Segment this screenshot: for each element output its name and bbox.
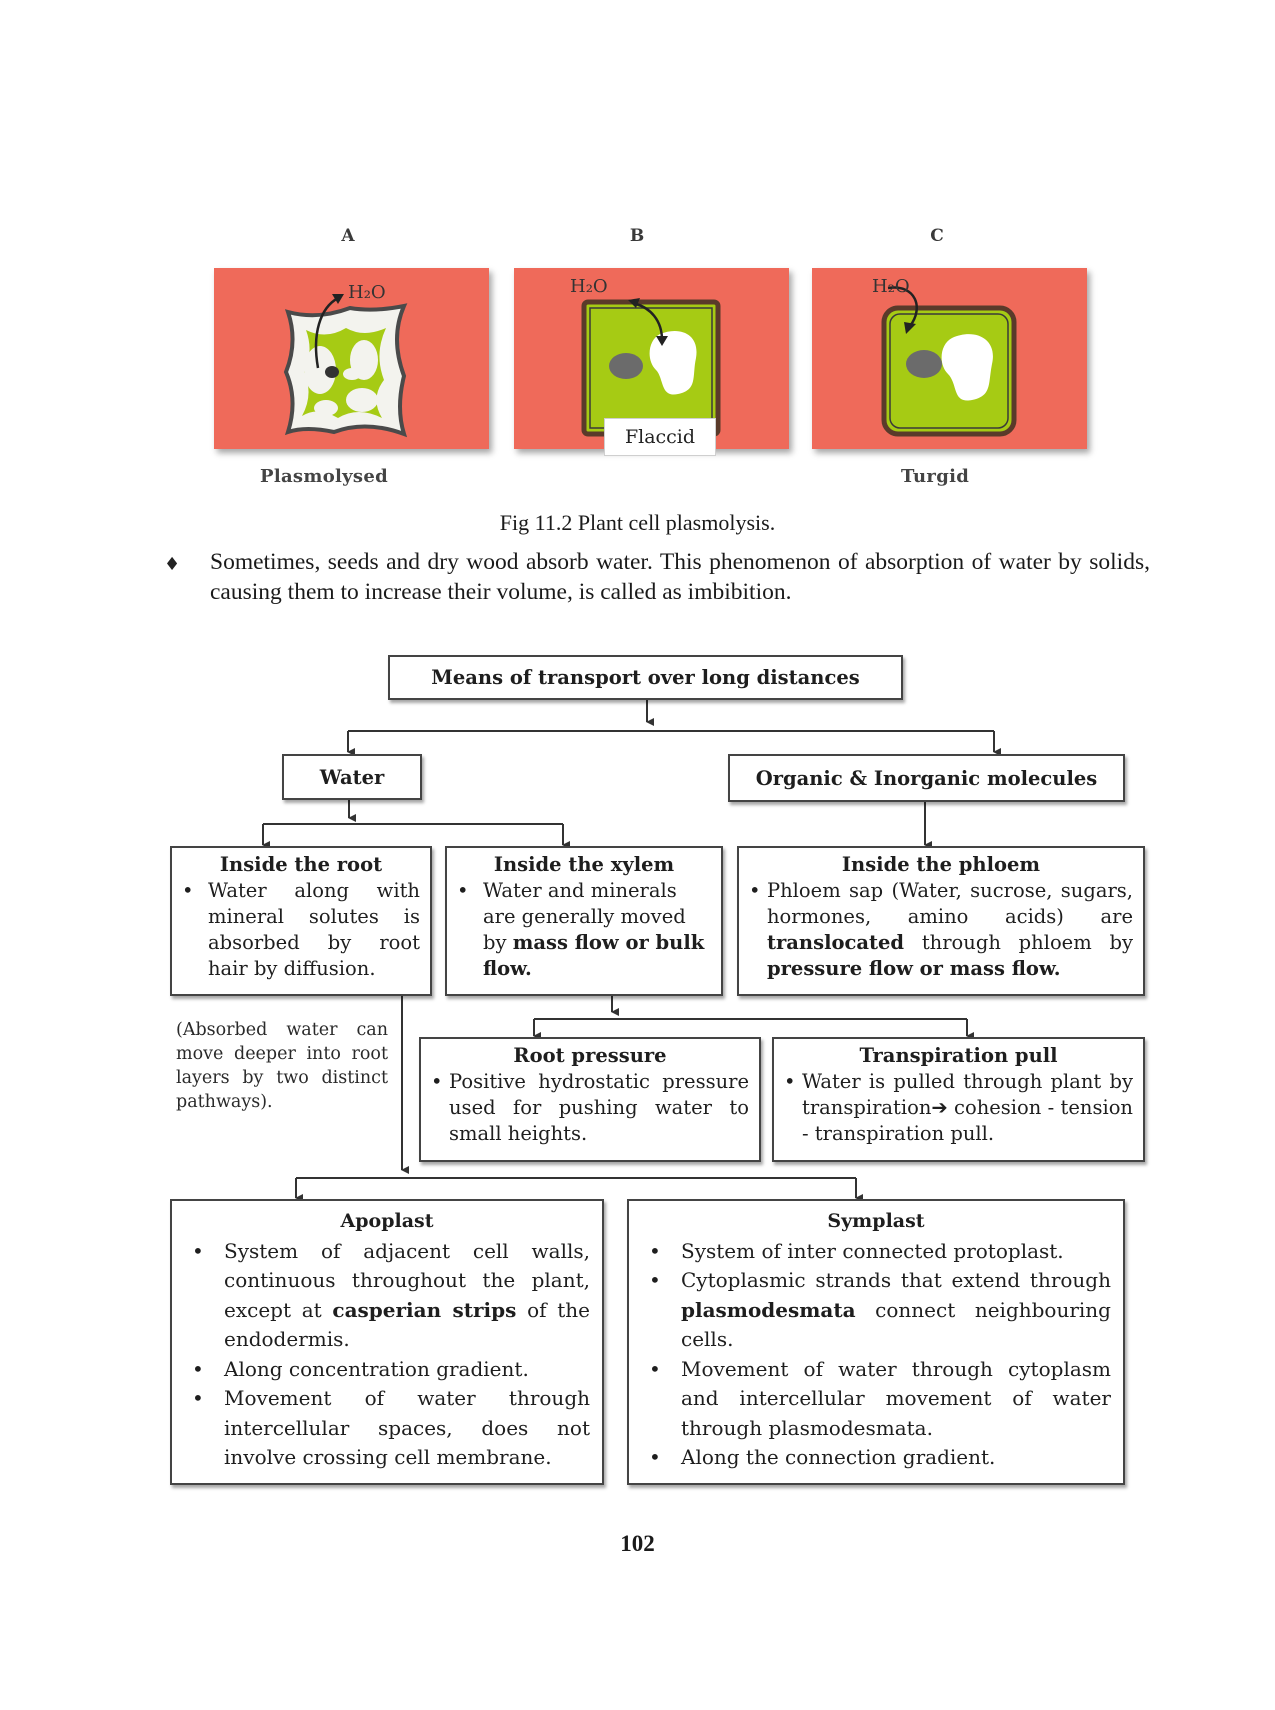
flaccid-cell-image: H₂O: [570, 276, 721, 437]
transpiration-pull-text: Water is pulled through plant by transpi…: [802, 1070, 1133, 1119]
right-arrow-icon: ➔: [931, 1096, 948, 1119]
symplast-title: Symplast: [827, 1210, 925, 1232]
apoplast-item-1-post: of the endodermis.: [224, 1297, 590, 1352]
symplast-item-4: Along the connection gradient.: [629, 1443, 1123, 1473]
casperian-strips-bold: casperian strips: [332, 1297, 517, 1322]
organic-inorganic-title: Organic & Inorganic molecules: [755, 766, 1098, 790]
panel-letter-a: A: [341, 226, 355, 246]
symplast-item-2-post: connect neighbouring cells.: [681, 1297, 1111, 1352]
inside-xylem-title: Inside the xylem: [493, 853, 675, 876]
panel-turgid: H₂O: [812, 268, 1087, 449]
means-of-transport-box: Means of transport over long distances: [388, 655, 903, 700]
absorbed-water-note: (Absorbed water can move deeper into roo…: [176, 1020, 388, 1112]
apoplast-title: Apoplast: [340, 1210, 434, 1232]
apoplast-item-1-text: System of adjacent cell walls, continuou…: [224, 1238, 590, 1322]
inside-phloem-text-mid: through phloem by: [904, 931, 1133, 954]
inside-xylem-text: Water and minerals are generally moved b…: [483, 879, 686, 954]
diamond-bullet-icon: ♦: [164, 554, 181, 575]
inside-phloem-box: Inside the phloem Phloem sap (Water, suc…: [737, 846, 1145, 996]
apoplast-box: Apoplast System of adjacent cell walls, …: [170, 1199, 604, 1485]
symplast-box: Symplast System of inter connected proto…: [627, 1199, 1125, 1485]
water-box: Water: [282, 754, 422, 800]
imbibition-paragraph: Sometimes, seeds and dry wood absorb wat…: [210, 549, 1150, 605]
plasmolysed-cell-image: H₂O: [283, 282, 408, 438]
water-label-c: H₂O: [872, 276, 910, 297]
root-pressure-text: Positive hydrostatic pressure used for p…: [421, 1069, 759, 1147]
plasmodesmata-bold: plasmodesmata: [681, 1297, 856, 1322]
inside-phloem-text: Phloem sap (Water, sucrose, sugars, horm…: [767, 879, 1133, 928]
inside-xylem-box: Inside the xylem Water and minerals are …: [445, 846, 723, 996]
apoplast-item-1: System of adjacent cell walls, continuou…: [172, 1237, 602, 1355]
inside-phloem-item: Phloem sap (Water, sucrose, sugars, horm…: [739, 878, 1143, 982]
transpiration-pull-text-post: cohesion - tension - transpiration pull.: [802, 1096, 1133, 1145]
inside-root-text: Water along with mineral solutes is abso…: [172, 878, 430, 982]
figure-caption: Fig 11.2 Plant cell plasmolysis.: [499, 510, 776, 535]
apoplast-item-3: Movement of water through intercellular …: [172, 1384, 602, 1473]
panel-letter-b: B: [629, 226, 645, 246]
organic-inorganic-box: Organic & Inorganic molecules: [728, 754, 1125, 802]
inside-xylem-item: Water and minerals are generally moved b…: [447, 878, 721, 982]
symplast-item-2-text: Cytoplasmic strands that extend through: [681, 1268, 1111, 1292]
transpiration-pull-title: Transpiration pull: [859, 1044, 1058, 1067]
inside-phloem-bold-flow: pressure flow or mass flow.: [767, 957, 1061, 980]
inside-xylem-bold: mass flow or bulk flow.: [483, 931, 705, 980]
means-of-transport-title: Means of transport over long distances: [431, 666, 860, 689]
transpiration-pull-item: Water is pulled through plant by transpi…: [774, 1069, 1143, 1147]
inside-phloem-bold-translocated: translocated: [767, 931, 905, 954]
panel-flaccid: H₂O: [514, 268, 789, 449]
turgid-label: Turgid: [901, 466, 970, 487]
inside-root-box: Inside the root Water along with mineral…: [170, 846, 432, 996]
water-label-a: H₂O: [348, 282, 386, 303]
root-pressure-box: Root pressure Positive hydrostatic press…: [419, 1037, 761, 1162]
inside-phloem-title: Inside the phloem: [841, 853, 1041, 876]
symplast-item-1: System of inter connected protoplast.: [629, 1237, 1123, 1267]
symplast-item-3: Movement of water through cytoplasm and …: [629, 1355, 1123, 1444]
panel-letter-c: C: [930, 226, 944, 246]
root-pressure-title: Root pressure: [513, 1044, 667, 1067]
apoplast-item-2: Along concentration gradient.: [172, 1355, 602, 1385]
page-number: 102: [620, 1531, 655, 1556]
transpiration-pull-box: Transpiration pull Water is pulled throu…: [772, 1037, 1145, 1162]
symplast-item-2: Cytoplasmic strands that extend through …: [629, 1266, 1123, 1355]
water-title: Water: [319, 765, 385, 789]
inside-root-title: Inside the root: [219, 853, 383, 876]
turgid-cell-image: H₂O: [872, 276, 1017, 437]
plasmolysed-label: Plasmolysed: [260, 466, 388, 487]
flaccid-label: Flaccid: [604, 418, 716, 456]
panel-plasmolysed: H₂O: [214, 268, 489, 449]
water-label-b: H₂O: [570, 276, 608, 297]
